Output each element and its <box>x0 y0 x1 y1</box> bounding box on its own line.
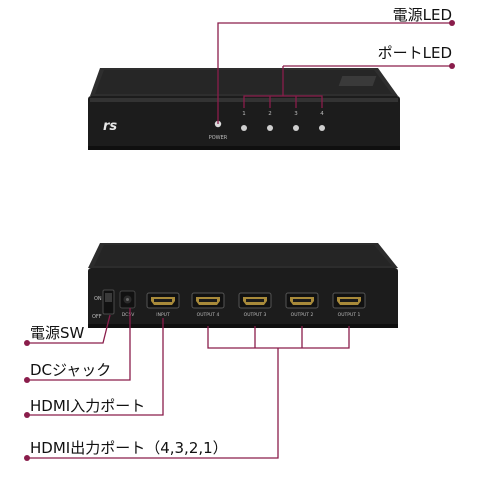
hdmi-port-label: OUTPUT 1 <box>338 312 361 318</box>
hdmi-output-bracket <box>207 326 350 349</box>
port-led-bracket <box>243 95 323 108</box>
port-led-number: 1 <box>242 111 246 117</box>
hdmi-input-leader <box>27 318 164 416</box>
power-led-callout: 電源LED <box>392 6 452 24</box>
hdmi-ports: INPUT OUTPUT 4 OUTPUT 3 OUTPUT 2 OUTPUT 1 <box>146 292 366 318</box>
switch-on-label: ON <box>94 296 102 302</box>
dc-jack-callout: DCジャック <box>30 361 112 379</box>
power-sw-callout: 電源SW <box>30 324 85 342</box>
port-led-3 <box>293 125 299 131</box>
hdmi-port-label: OUTPUT 2 <box>291 312 314 318</box>
hdmi-port-label: OUTPUT 3 <box>244 312 267 318</box>
hdmi-port-label: INPUT <box>156 312 170 318</box>
front-unit-face <box>88 96 400 150</box>
port-led-callout: ポートLED <box>377 44 452 62</box>
port-leds: 1 2 3 4 <box>241 111 325 131</box>
port-led-1 <box>241 125 247 131</box>
port-led-number: 4 <box>320 111 324 117</box>
port-led-2 <box>267 125 273 131</box>
rs-logo-icon: rs <box>103 119 117 134</box>
hdmi-port-label: OUTPUT 4 <box>197 312 220 318</box>
port-led-number: 3 <box>294 111 298 117</box>
power-led-leader <box>217 22 452 124</box>
hdmi-output-leader <box>27 348 279 459</box>
port-led-number: 2 <box>268 111 272 117</box>
power-sw-leader <box>27 314 111 344</box>
dc-jack-leader <box>27 308 131 381</box>
hdmi-output-callout: HDMI出力ポート（4,3,2,1） <box>30 439 228 457</box>
hdmi-input-callout: HDMI入力ポート <box>30 397 146 415</box>
port-led-4 <box>319 125 325 131</box>
svg-text:rs: rs <box>103 119 117 134</box>
leader-dots <box>24 20 455 461</box>
leader-lines <box>27 22 452 459</box>
switch-off-label: OFF <box>92 314 102 320</box>
power-label: POWER <box>209 135 228 141</box>
rear-unit: ON OFF DC5V INPUT OUTPUT 4 OUTPUT 3 OUTPUT … <box>88 243 398 328</box>
front-unit: rs POWER 1 2 3 4 <box>88 68 400 150</box>
dc-label: DC5V <box>122 312 135 318</box>
